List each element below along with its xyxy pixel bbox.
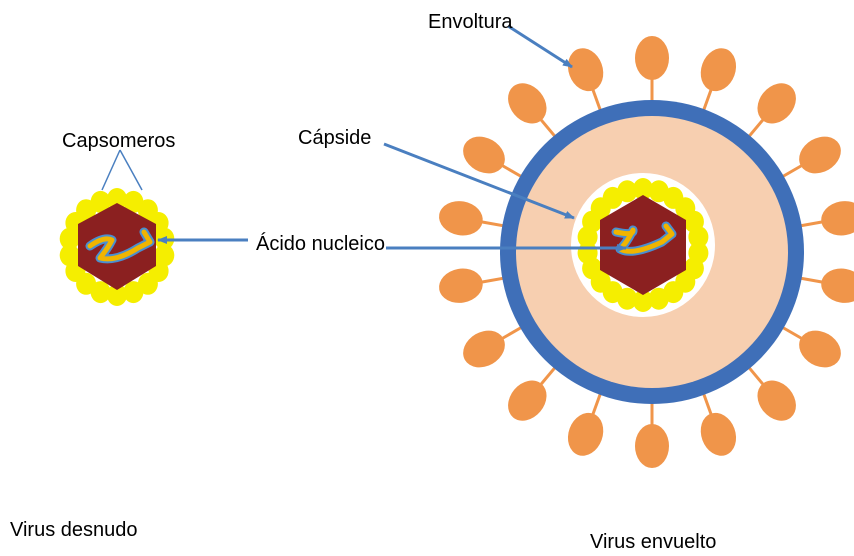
- label-capside: Cápside: [298, 127, 371, 149]
- capsomere: [617, 180, 637, 202]
- naked-virus: [60, 188, 175, 306]
- spike-head: [792, 129, 847, 180]
- spike-head: [456, 129, 511, 180]
- spike-head: [635, 424, 669, 468]
- spike-head: [750, 373, 804, 429]
- spike-head: [635, 36, 669, 80]
- spike-head: [818, 265, 854, 306]
- capsomeros-leader-lines: [102, 150, 142, 190]
- spike-head: [695, 408, 742, 461]
- spike-head: [750, 76, 804, 132]
- spike-head: [818, 198, 854, 239]
- spike-head: [500, 373, 554, 429]
- spike-head: [695, 43, 742, 96]
- spike-head: [456, 323, 511, 374]
- enveloped-virus: [436, 36, 854, 468]
- spike-head: [562, 43, 609, 96]
- spike-head: [562, 408, 609, 461]
- spike-head: [436, 198, 485, 239]
- label-acido-nucleico: Ácido nucleico: [256, 232, 385, 255]
- label-virus-envuelto: Virus envuelto: [590, 531, 716, 553]
- spike-head: [500, 76, 554, 132]
- spike-head: [792, 323, 847, 374]
- label-envoltura: Envoltura: [428, 11, 513, 33]
- envoltura-arrow: [508, 26, 572, 67]
- label-virus-desnudo: Virus desnudo: [10, 519, 138, 541]
- label-capsomeros: Capsomeros: [62, 130, 175, 152]
- spike-head: [436, 265, 485, 306]
